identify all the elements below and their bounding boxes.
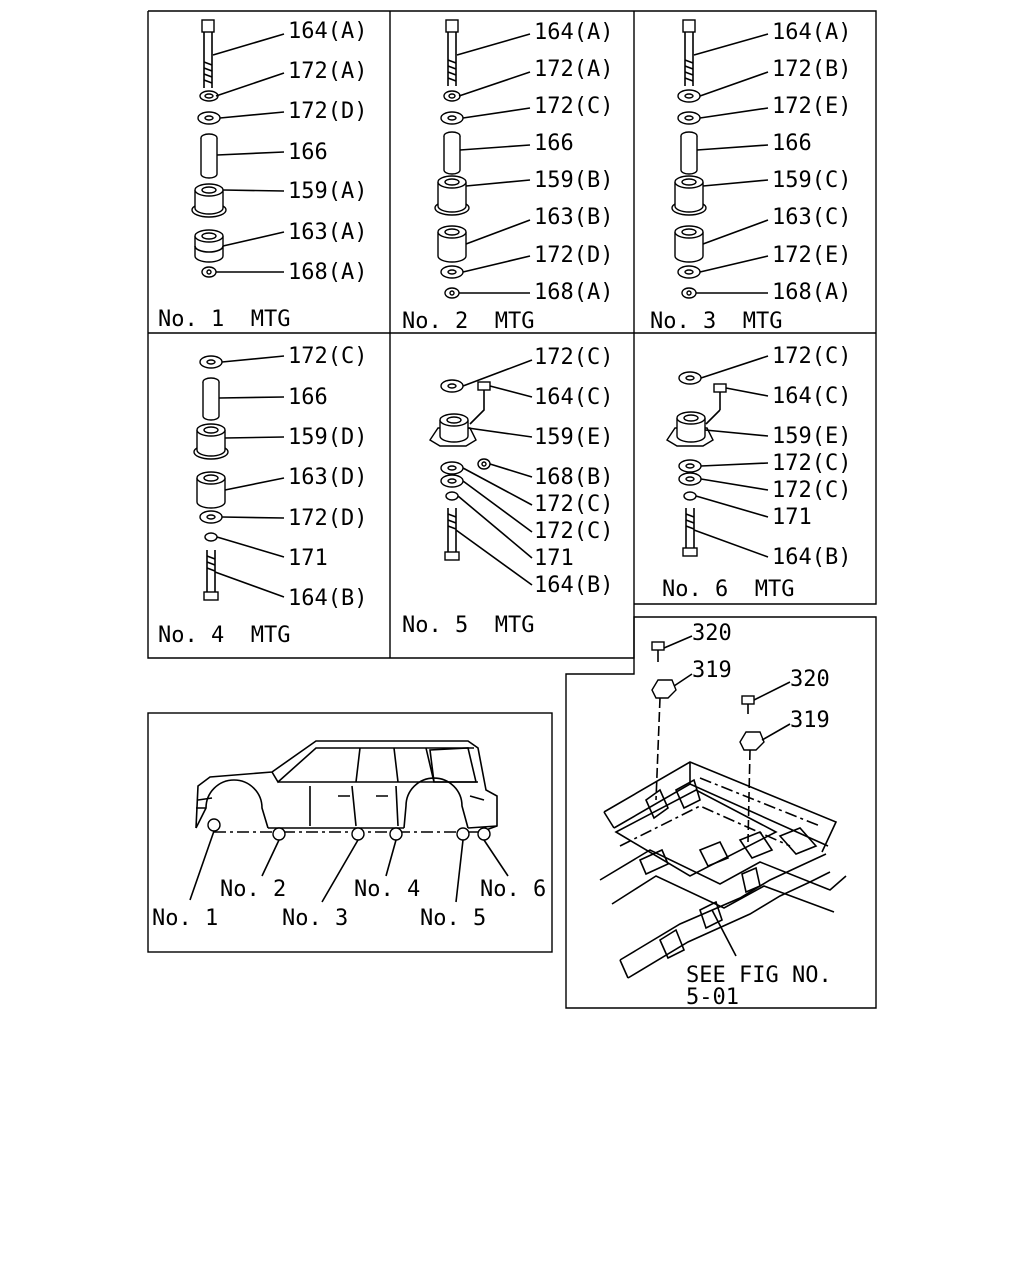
vehicle-position-label-3: No. 3 — [282, 906, 348, 931]
vehicle-position-label-2: No. 2 — [220, 877, 286, 902]
mtg1-label-6: 163(A) — [288, 220, 367, 245]
mtg2-parts-drawing — [434, 19, 531, 299]
mtg3-title: No. 3 MTG — [650, 309, 782, 334]
mtg4-label-7: 164(B) — [288, 586, 367, 611]
mount-grid — [147, 10, 877, 659]
mtg5-title: No. 5 MTG — [402, 613, 534, 638]
mtg4-label-3: 159(D) — [288, 425, 367, 450]
mtg3-label-2: 172(B) — [772, 57, 851, 82]
panel-mtg1: 164(A) 172(A) 172(D) 166 159(A) 163(A) 1… — [158, 19, 367, 332]
mtg6-label-5: 172(C) — [772, 478, 851, 503]
vehicle-location-panel: No. 1 No. 2 No. 3 No. 4 No. 5 No. 6 — [147, 712, 553, 953]
vehicle-side-view — [195, 740, 498, 833]
mtg3-label-8: 168(A) — [772, 280, 851, 305]
mtg3-label-1: 164(A) — [772, 20, 851, 45]
mtg2-label-5: 159(B) — [534, 168, 613, 193]
mtg4-title: No. 4 MTG — [158, 623, 290, 648]
mtg1-label-3: 172(D) — [288, 99, 367, 124]
mtg5-label-3: 159(E) — [534, 425, 613, 450]
mtg3-label-6: 163(C) — [772, 205, 851, 230]
mtg6-label-6: 171 — [772, 505, 812, 530]
mtg2-label-6: 163(B) — [534, 205, 613, 230]
mtg1-label-4: 166 — [288, 140, 328, 165]
mtg2-title: No. 2 MTG — [402, 309, 534, 334]
mtg4-label-2: 166 — [288, 385, 328, 410]
panel-mtg3: 164(A) 172(B) 172(E) 166 159(C) 163(C) 1… — [650, 19, 851, 334]
mtg4-label-5: 172(D) — [288, 506, 367, 531]
mtg3-label-7: 172(E) — [772, 243, 851, 268]
mtg6-title: No. 6 MTG — [662, 577, 794, 602]
mtg2-label-2: 172(A) — [534, 57, 613, 82]
mtg6-label-2: 164(C) — [772, 384, 851, 409]
mtg4-parts-drawing — [193, 355, 285, 601]
mtg1-title: No. 1 MTG — [158, 307, 290, 332]
frame-reference-line2: 5-01 — [686, 985, 739, 1010]
frame-label-320-left: 320 — [692, 621, 732, 646]
frame-label-320-right: 320 — [790, 667, 830, 692]
mtg2-label-3: 172(C) — [534, 94, 613, 119]
mtg3-label-3: 172(E) — [772, 94, 851, 119]
mtg5-label-4: 168(B) — [534, 465, 613, 490]
mtg1-parts-drawing — [191, 19, 285, 278]
mtg6-label-4: 172(C) — [772, 451, 851, 476]
mtg5-label-1: 172(C) — [534, 345, 613, 370]
frame-reference-line1: SEE FIG NO. — [686, 963, 832, 988]
mtg6-parts-drawing — [666, 355, 769, 558]
mtg4-label-6: 171 — [288, 546, 328, 571]
mtg5-parts-drawing — [429, 359, 533, 586]
panel-mtg2: 164(A) 172(A) 172(C) 166 159(B) 163(B) 1… — [402, 19, 613, 334]
vehicle-position-label-5: No. 5 — [420, 906, 486, 931]
mtg5-label-2: 164(C) — [534, 385, 613, 410]
mtg4-label-1: 172(C) — [288, 344, 367, 369]
mtg1-label-1: 164(A) — [288, 19, 367, 44]
frame-detail-panel: 320 319 320 319 SEE FIG NO. 5-01 — [565, 616, 877, 1010]
mtg2-label-8: 168(A) — [534, 280, 613, 305]
mount-location-markers — [189, 818, 509, 903]
mtg2-label-1: 164(A) — [534, 20, 613, 45]
mtg5-label-5: 172(C) — [534, 492, 613, 517]
mtg2-label-4: 166 — [534, 131, 574, 156]
mtg6-label-3: 159(E) — [772, 424, 851, 449]
mtg1-label-7: 168(A) — [288, 260, 367, 285]
mtg5-label-7: 171 — [534, 546, 574, 571]
mtg6-label-7: 164(B) — [772, 545, 851, 570]
mtg4-label-4: 163(D) — [288, 465, 367, 490]
mtg1-label-5: 159(A) — [288, 179, 367, 204]
mtg3-label-4: 166 — [772, 131, 812, 156]
mtg1-label-2: 172(A) — [288, 59, 367, 84]
mtg5-label-6: 172(C) — [534, 519, 613, 544]
mtg3-parts-drawing — [671, 19, 769, 299]
vehicle-position-label-6: No. 6 — [480, 877, 546, 902]
frame-label-319-right: 319 — [790, 708, 830, 733]
panel-mtg4: 172(C) 166 159(D) 163(D) 172(D) 171 164(… — [158, 344, 367, 648]
mtg2-label-7: 172(D) — [534, 243, 613, 268]
frame-label-319-left: 319 — [692, 658, 732, 683]
mtg5-label-8: 164(B) — [534, 573, 613, 598]
panel-mtg5: 172(C) 164(C) 159(E) 168(B) 172(C) 172(C… — [402, 345, 613, 638]
mtg6-label-1: 172(C) — [772, 344, 851, 369]
vehicle-position-label-4: No. 4 — [354, 877, 420, 902]
vehicle-position-label-1: No. 1 — [152, 906, 218, 931]
panel-mtg6: 172(C) 164(C) 159(E) 172(C) 172(C) 171 1… — [662, 344, 851, 602]
mtg3-label-5: 159(C) — [772, 168, 851, 193]
frame-drawing — [599, 641, 847, 979]
